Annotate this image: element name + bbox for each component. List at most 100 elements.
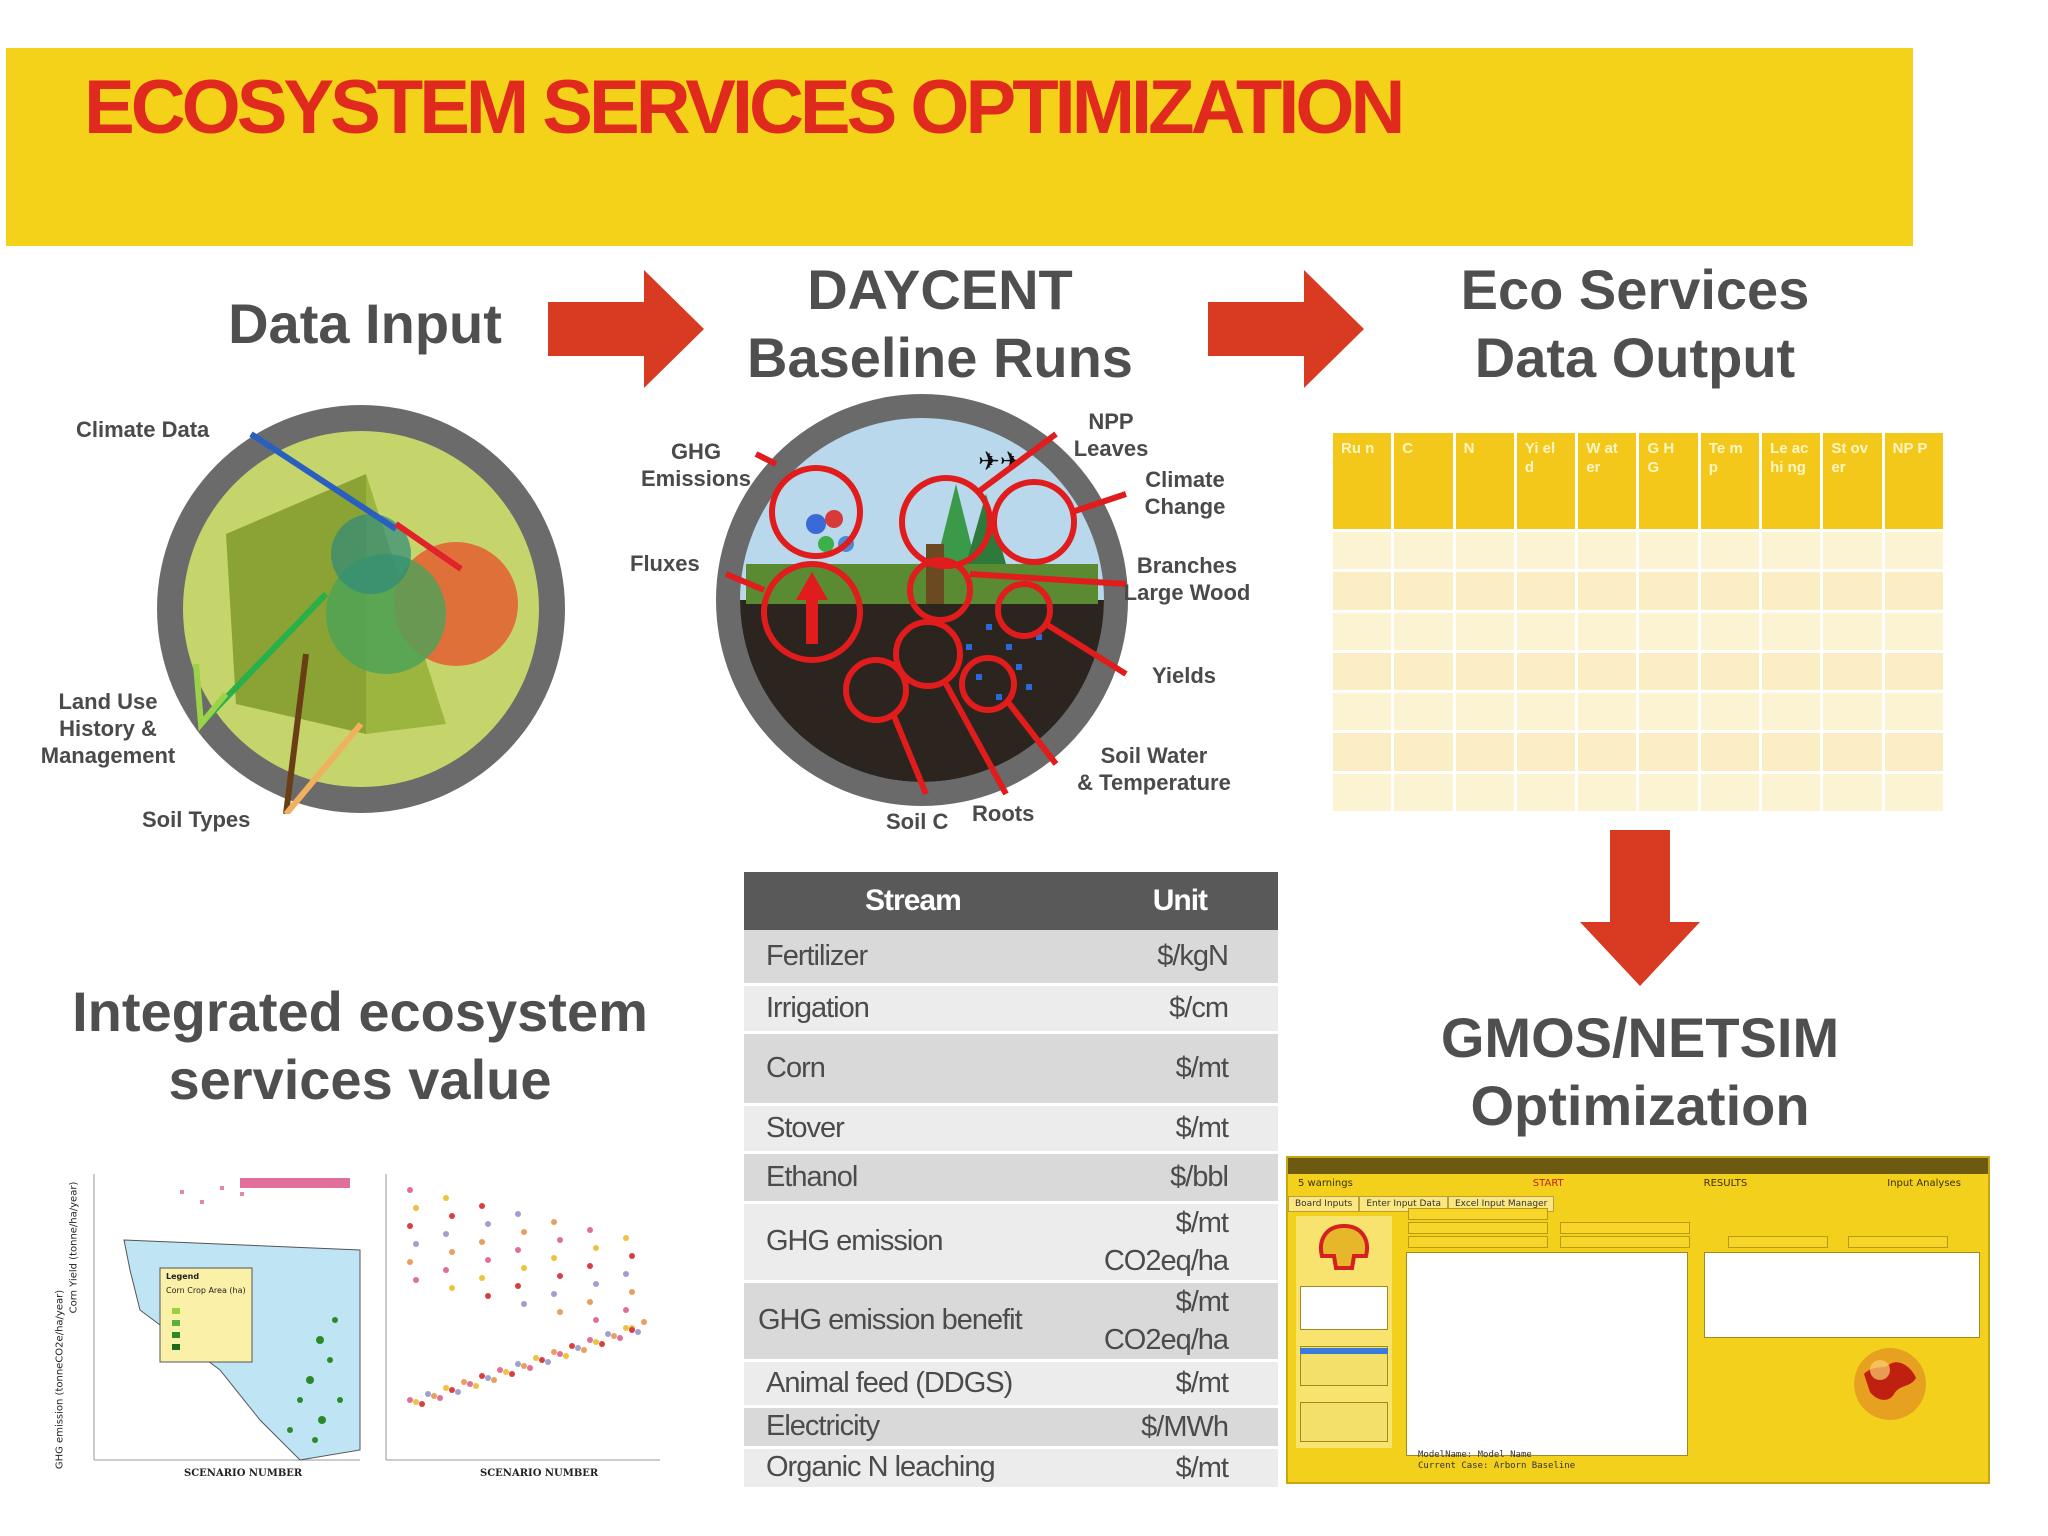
column-header: Te m p xyxy=(1700,433,1760,529)
table-cell xyxy=(1700,532,1760,570)
arrow-right-1 xyxy=(548,270,704,388)
scatter-point xyxy=(557,1273,563,1279)
eco-services-title: Eco Services Data Output xyxy=(1460,258,1810,389)
menu-warnings[interactable]: 5 warnings xyxy=(1298,1178,1353,1189)
label-climate-data: Climate Data xyxy=(76,417,210,442)
scatter-point xyxy=(407,1259,413,1265)
table-cell xyxy=(1394,532,1453,570)
table-cell xyxy=(1394,733,1453,771)
scatter-point xyxy=(449,1387,455,1393)
table-cell xyxy=(1639,733,1698,771)
scatter-point xyxy=(479,1373,485,1379)
daycent-diagram: ✈✈ xyxy=(716,394,1128,806)
table-cell xyxy=(1455,693,1514,731)
scatter-point xyxy=(545,1359,551,1365)
scatter-point xyxy=(407,1397,413,1403)
table-cell xyxy=(1333,572,1392,610)
table-cell xyxy=(1823,652,1882,691)
scatter-point xyxy=(569,1343,575,1349)
table-cell xyxy=(1394,693,1453,731)
stream-cell: Corn xyxy=(744,1032,1082,1106)
gmos-button[interactable] xyxy=(1848,1236,1948,1248)
table-cell xyxy=(1578,733,1637,771)
table-cell xyxy=(1700,612,1760,650)
table-cell xyxy=(1762,693,1821,731)
stream-cell: GHG emission benefit xyxy=(744,1281,1082,1362)
unit-cell: $/mt xyxy=(1081,1104,1278,1154)
table-cell xyxy=(1700,572,1760,610)
unit-header: Unit xyxy=(1081,872,1278,930)
table-cell xyxy=(1455,773,1514,811)
table-cell xyxy=(1455,652,1514,691)
scatter-point xyxy=(425,1391,431,1397)
scatter-point xyxy=(575,1345,581,1351)
label-fluxes: Fluxes xyxy=(630,551,700,576)
table-cell xyxy=(1516,572,1576,610)
table-cell xyxy=(1333,773,1392,811)
tab-board-inputs[interactable]: Board Inputs xyxy=(1288,1196,1360,1212)
scatter-point xyxy=(587,1263,593,1269)
column-header: G H G xyxy=(1639,433,1698,529)
table-cell xyxy=(1884,733,1943,771)
gmos-button[interactable] xyxy=(1408,1236,1548,1248)
scatter-point xyxy=(539,1357,545,1363)
menu-input-analyses[interactable]: Input Analyses xyxy=(1887,1178,1961,1189)
table-cell xyxy=(1394,652,1453,691)
scatter-point xyxy=(593,1245,599,1251)
unit-cell: $/mt xyxy=(1081,1360,1278,1408)
scatter-point xyxy=(587,1227,593,1233)
gmos-button[interactable] xyxy=(1560,1222,1690,1234)
stream-cell: GHG emission xyxy=(744,1202,1082,1283)
table-cell xyxy=(1639,693,1698,731)
gmos-button[interactable] xyxy=(1408,1208,1548,1220)
scatter-point xyxy=(443,1267,449,1273)
table-cell xyxy=(1394,773,1453,811)
status-window xyxy=(1406,1252,1688,1456)
scatter-point xyxy=(455,1389,461,1395)
table-cell xyxy=(1516,652,1576,691)
gmos-button[interactable] xyxy=(1408,1222,1548,1234)
gmos-button[interactable] xyxy=(1560,1236,1690,1248)
label-soil-c: Soil C xyxy=(886,809,949,834)
scatter-point xyxy=(563,1353,569,1359)
table-cell xyxy=(1884,652,1943,691)
stream-unit-table: Stream Unit Fertilizer$/kgN Irrigation$/… xyxy=(744,872,1278,1490)
scatter-point xyxy=(611,1333,617,1339)
table-row xyxy=(1333,773,1943,811)
integrated-value-title: Integrated ecosystem services value xyxy=(72,980,648,1111)
table-cell xyxy=(1516,612,1576,650)
scatter-point xyxy=(551,1291,557,1297)
scatter-point xyxy=(509,1371,515,1377)
scatter-point xyxy=(593,1317,599,1323)
scatter-point xyxy=(503,1369,509,1375)
table-cell xyxy=(1700,652,1760,691)
scatter-point xyxy=(623,1271,629,1277)
scatter-point xyxy=(557,1351,563,1357)
scatter-point xyxy=(623,1307,629,1313)
column-header: St ov er xyxy=(1823,433,1882,529)
table-cell xyxy=(1455,733,1514,771)
menu-results[interactable]: RESULTS xyxy=(1703,1178,1748,1189)
table-cell xyxy=(1333,693,1392,731)
table-cell xyxy=(1884,572,1943,610)
gmos-tabs: Board Inputs Enter Input Data Excel Inpu… xyxy=(1288,1196,1555,1212)
table-cell xyxy=(1639,652,1698,691)
stream-cell: Animal feed (DDGS) xyxy=(744,1360,1082,1408)
table-cell xyxy=(1762,572,1821,610)
gmos-button[interactable] xyxy=(1728,1236,1828,1248)
scenario-scatter-plot: SCENARIO NUMBER xyxy=(370,1170,666,1486)
scatter-point xyxy=(515,1247,521,1253)
unit-cell: $/cm xyxy=(1081,984,1278,1034)
scatter-point xyxy=(551,1349,557,1355)
table-cell xyxy=(1762,773,1821,811)
arrow-right-2 xyxy=(1208,270,1364,388)
menu-start[interactable]: START xyxy=(1532,1178,1564,1189)
scatter-point xyxy=(617,1335,623,1341)
table-cell xyxy=(1823,773,1882,811)
table-cell xyxy=(1516,693,1576,731)
scatter-point xyxy=(467,1381,473,1387)
scatter-point xyxy=(431,1393,437,1399)
scatter-point xyxy=(479,1239,485,1245)
column-header: Le ac hi ng xyxy=(1762,433,1821,529)
column-header: NP P xyxy=(1884,433,1943,529)
